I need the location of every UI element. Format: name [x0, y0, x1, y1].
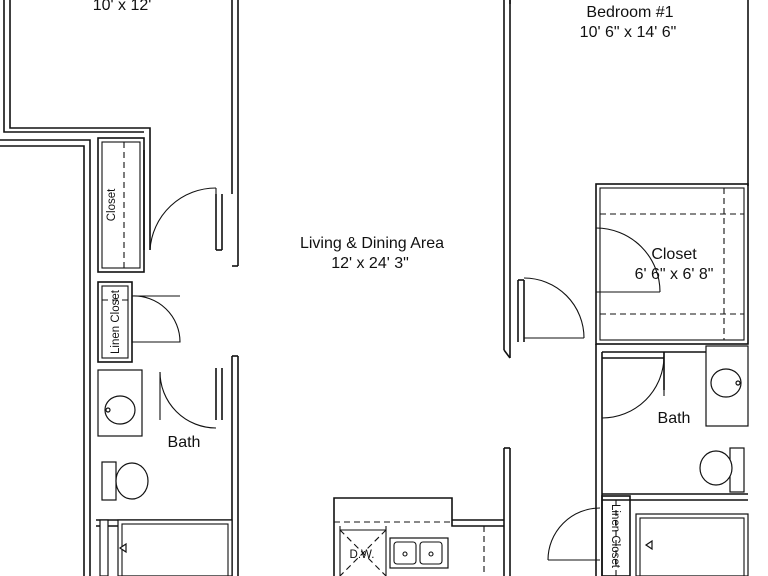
doors [131, 187, 665, 561]
bedroom1-dimensions: 10' 6" x 14' 6" [580, 24, 677, 41]
living-dimensions: 12' x 24' 3" [331, 255, 409, 272]
left-bath-name: Bath [168, 434, 201, 451]
bedroom1-name: Bedroom #1 [586, 4, 673, 21]
left-linen-closet-name: Linen Closet [110, 289, 122, 354]
left-closet [97, 137, 151, 273]
right-closet-dimensions: 6' 6" x 6' 8" [635, 266, 714, 283]
kitchen [334, 521, 485, 576]
left-closet-name: Closet [106, 188, 118, 221]
right-linen-closet [601, 495, 631, 576]
right-bath-name: Bath [658, 410, 691, 427]
right-linen-closet-name: Linen Closet [609, 504, 621, 569]
right-bath-fixtures [635, 345, 749, 576]
dishwasher-label: D.W. [350, 549, 375, 561]
left-bath-fixtures [97, 369, 233, 576]
right-closet-name: Closet [651, 246, 697, 263]
bedroom2-dimensions: 10' x 12' [93, 0, 152, 14]
right-closet-shelves [600, 188, 744, 340]
living-name: Living & Dining Area [300, 235, 444, 252]
